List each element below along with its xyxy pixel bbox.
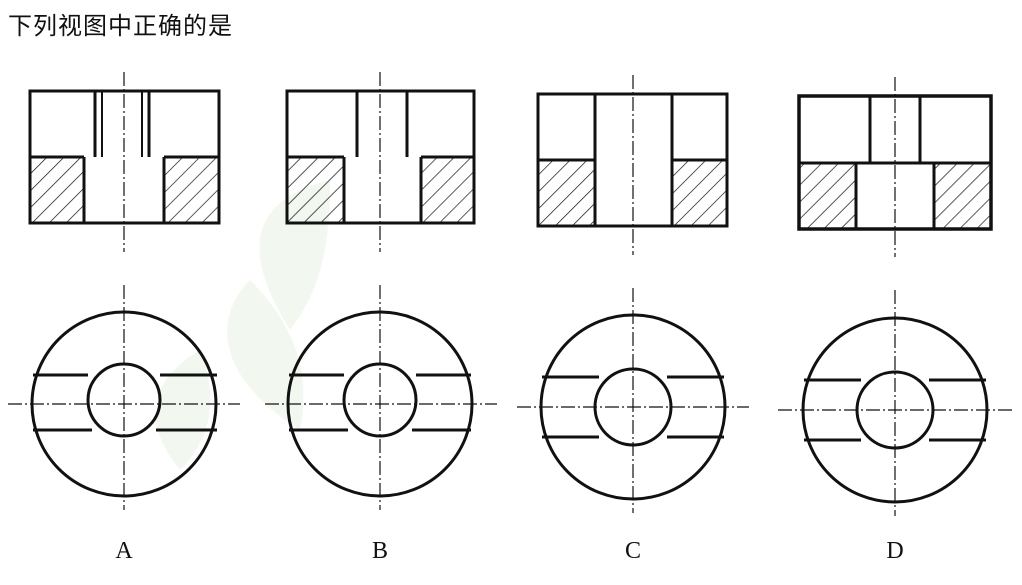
- option-b-front-view: [285, 89, 476, 225]
- option-d-label[interactable]: D: [886, 538, 903, 564]
- option-c-label[interactable]: C: [625, 538, 641, 564]
- question-text: 下列视图中正确的是: [8, 12, 233, 40]
- option-b-label[interactable]: B: [372, 538, 388, 564]
- center-lines: [8, 72, 1012, 516]
- option-c-front-view: [536, 92, 729, 228]
- option-a-label[interactable]: A: [115, 538, 133, 564]
- option-d-front-view: [797, 94, 993, 231]
- option-a-front-view: [28, 89, 221, 225]
